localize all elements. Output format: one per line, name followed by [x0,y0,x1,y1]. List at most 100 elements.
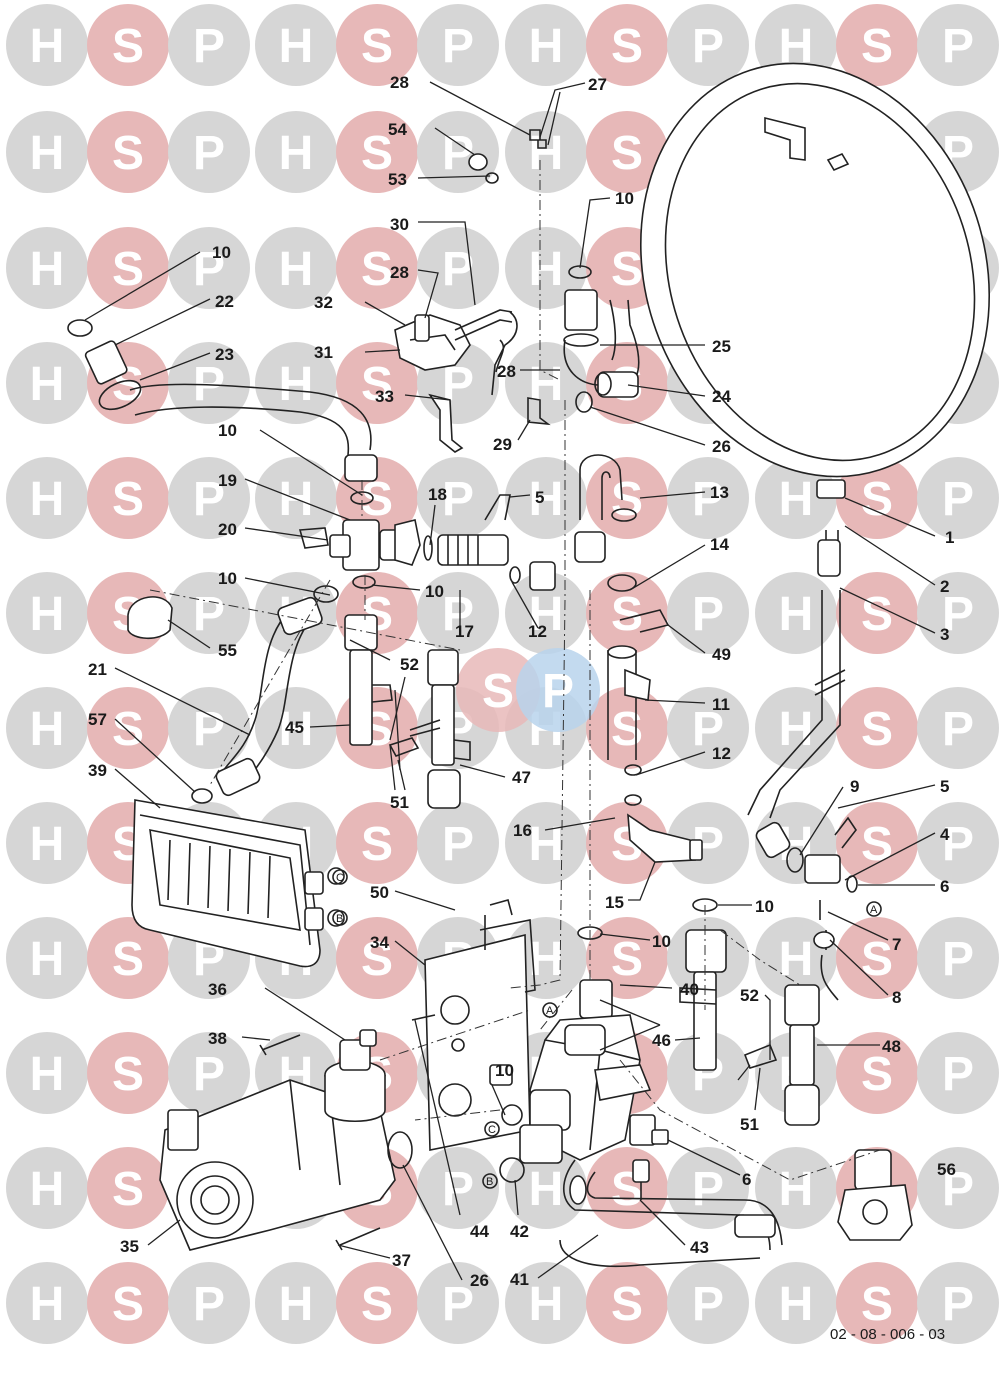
watermark-h-circle: H [255,1262,337,1344]
svg-text:S: S [112,20,144,73]
svg-text:P: P [193,243,225,296]
label-56: 56 [937,1160,956,1179]
label-19: 19 [218,471,237,490]
svg-text:S: S [112,1163,144,1216]
watermark-h-circle: H [255,227,337,309]
svg-text:P: P [942,703,974,756]
svg-text:H: H [529,127,564,180]
watermark-p-circle: P [917,687,999,769]
label-20: 20 [218,520,237,539]
svg-text:H: H [30,473,65,526]
label-40: 40 [680,980,699,999]
watermark-h-circle: H [6,342,88,424]
svg-text:P: P [193,588,225,641]
watermark-p-circle: P [417,111,499,193]
svg-text:S: S [611,473,643,526]
svg-text:S: S [861,933,893,986]
watermark-h-circle: H [255,4,337,86]
label-47: 47 [512,768,531,787]
watermark-s-circle: S [87,111,169,193]
watermark-s-circle: S [336,111,418,193]
watermark-h-circle: H [255,687,337,769]
watermark-p-circle: P [667,4,749,86]
svg-text:S: S [611,588,643,641]
label-10c: 10 [218,421,237,440]
label-21: 21 [88,660,107,679]
label-6a: 6 [742,1170,751,1189]
watermark-s-circle: S [336,342,418,424]
svg-text:H: H [529,20,564,73]
watermark-s-circle: S [87,1147,169,1229]
watermark-p-circle: P [168,1262,250,1344]
label-31: 31 [314,343,333,362]
marker-A-right: A [866,901,882,917]
watermark-h-circle: H [505,111,587,193]
svg-text:P: P [692,1278,724,1331]
label-10a: 10 [212,243,231,262]
svg-text:S: S [861,1048,893,1101]
svg-text:P: P [942,1163,974,1216]
svg-text:P: P [442,473,474,526]
watermark-h-circle: H [6,1147,88,1229]
label-42: 42 [510,1222,529,1241]
svg-text:P: P [193,1278,225,1331]
svg-text:H: H [30,933,65,986]
watermark-p-circle: P [168,111,250,193]
svg-text:P: P [692,473,724,526]
watermark-p-circle: P [667,687,749,769]
label-49: 49 [712,645,731,664]
svg-text:H: H [779,703,814,756]
watermark-h-circle: H [755,687,837,769]
watermark-s-circle: S [836,917,918,999]
watermark-h-circle: H [6,1262,88,1344]
svg-text:H: H [30,243,65,296]
svg-text:P: P [193,703,225,756]
svg-text:S: S [861,703,893,756]
watermark-p-circle: P [667,1147,749,1229]
svg-text:S: S [112,703,144,756]
svg-text:P: P [442,818,474,871]
watermark-p-circle: P [168,1032,250,1114]
label-10e: 10 [425,582,444,601]
label-5a: 5 [535,488,544,507]
svg-text:C: C [488,1124,496,1136]
label-18: 18 [428,485,447,504]
label-26b: 26 [470,1271,489,1290]
pressure-relief-valve [394,309,518,396]
svg-text:S: S [112,473,144,526]
svg-text:H: H [30,818,65,871]
watermark-p-circle: P [417,802,499,884]
svg-text:P: P [942,818,974,871]
svg-text:H: H [779,1163,814,1216]
watermark-h-circle: H [505,227,587,309]
svg-text:H: H [30,588,65,641]
watermark-h-circle: H [6,1032,88,1114]
svg-text:S: S [861,473,893,526]
watermark-h-circle: H [6,917,88,999]
label-2: 2 [940,577,949,596]
label-12b: 12 [712,744,731,763]
marker-B-block: B [482,1173,498,1189]
label-10d: 10 [218,569,237,588]
watermark-h-circle: H [255,111,337,193]
watermark-p-circle: P [417,1262,499,1344]
watermark-s-circle: S [336,4,418,86]
svg-text:P: P [942,20,974,73]
watermark-h-circle: H [755,1147,837,1229]
svg-text:P: P [942,933,974,986]
watermark-p-circle: P [667,572,749,654]
mounting-bracket [424,899,536,1151]
svg-text:H: H [529,1163,564,1216]
central-tee [298,519,556,591]
svg-text:P: P [692,1163,724,1216]
label-33: 33 [375,387,394,406]
label-25: 25 [712,337,731,356]
svg-text:H: H [279,127,314,180]
svg-text:H: H [279,1278,314,1331]
label-4: 4 [940,825,950,844]
watermark-h-circle: H [505,572,587,654]
center-badge-p: P [516,648,600,732]
svg-text:H: H [779,933,814,986]
watermark-h-circle: H [505,457,587,539]
